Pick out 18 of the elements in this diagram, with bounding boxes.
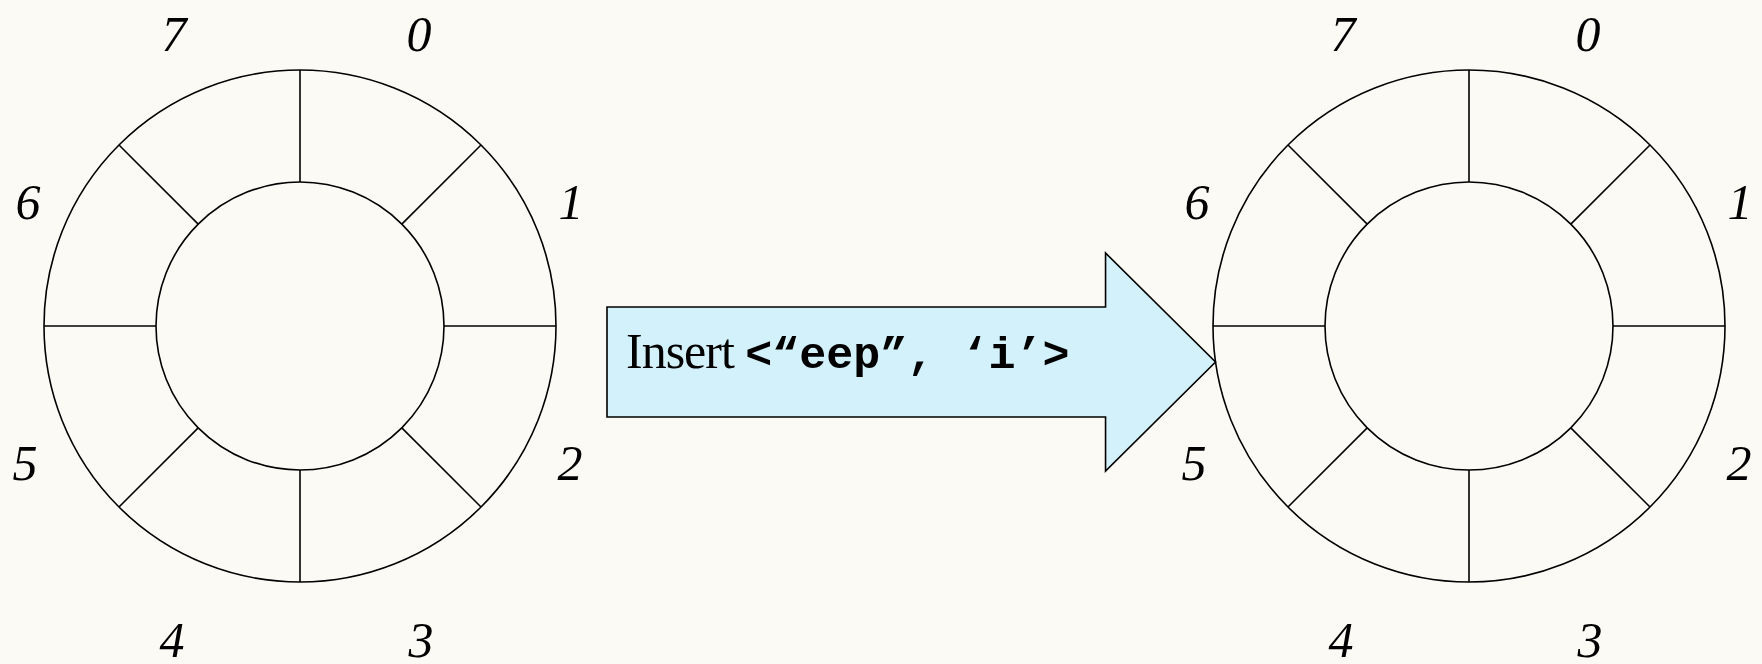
slot-number: 6 xyxy=(1184,177,1210,227)
slot-number: 1 xyxy=(1727,177,1753,227)
block-arrow xyxy=(606,251,1217,473)
edge-label: Insert <“eep”, ‘i’> xyxy=(626,326,1070,379)
slot-number: 0 xyxy=(1575,9,1601,59)
slot-number: 2 xyxy=(557,438,583,488)
slot-number: 7 xyxy=(1330,9,1356,59)
slot-number: 4 xyxy=(159,615,185,664)
slot-number: 5 xyxy=(1181,438,1207,488)
slot-number: 1 xyxy=(558,177,584,227)
slot-number: 7 xyxy=(161,9,187,59)
slot-number: 3 xyxy=(408,615,434,664)
slot-number: 3 xyxy=(1577,615,1603,664)
slot-number: 0 xyxy=(406,9,432,59)
slot-number: 6 xyxy=(15,177,41,227)
slot-number: 5 xyxy=(12,438,38,488)
slot-number: 4 xyxy=(1328,615,1354,664)
slot-number: 2 xyxy=(1726,438,1752,488)
